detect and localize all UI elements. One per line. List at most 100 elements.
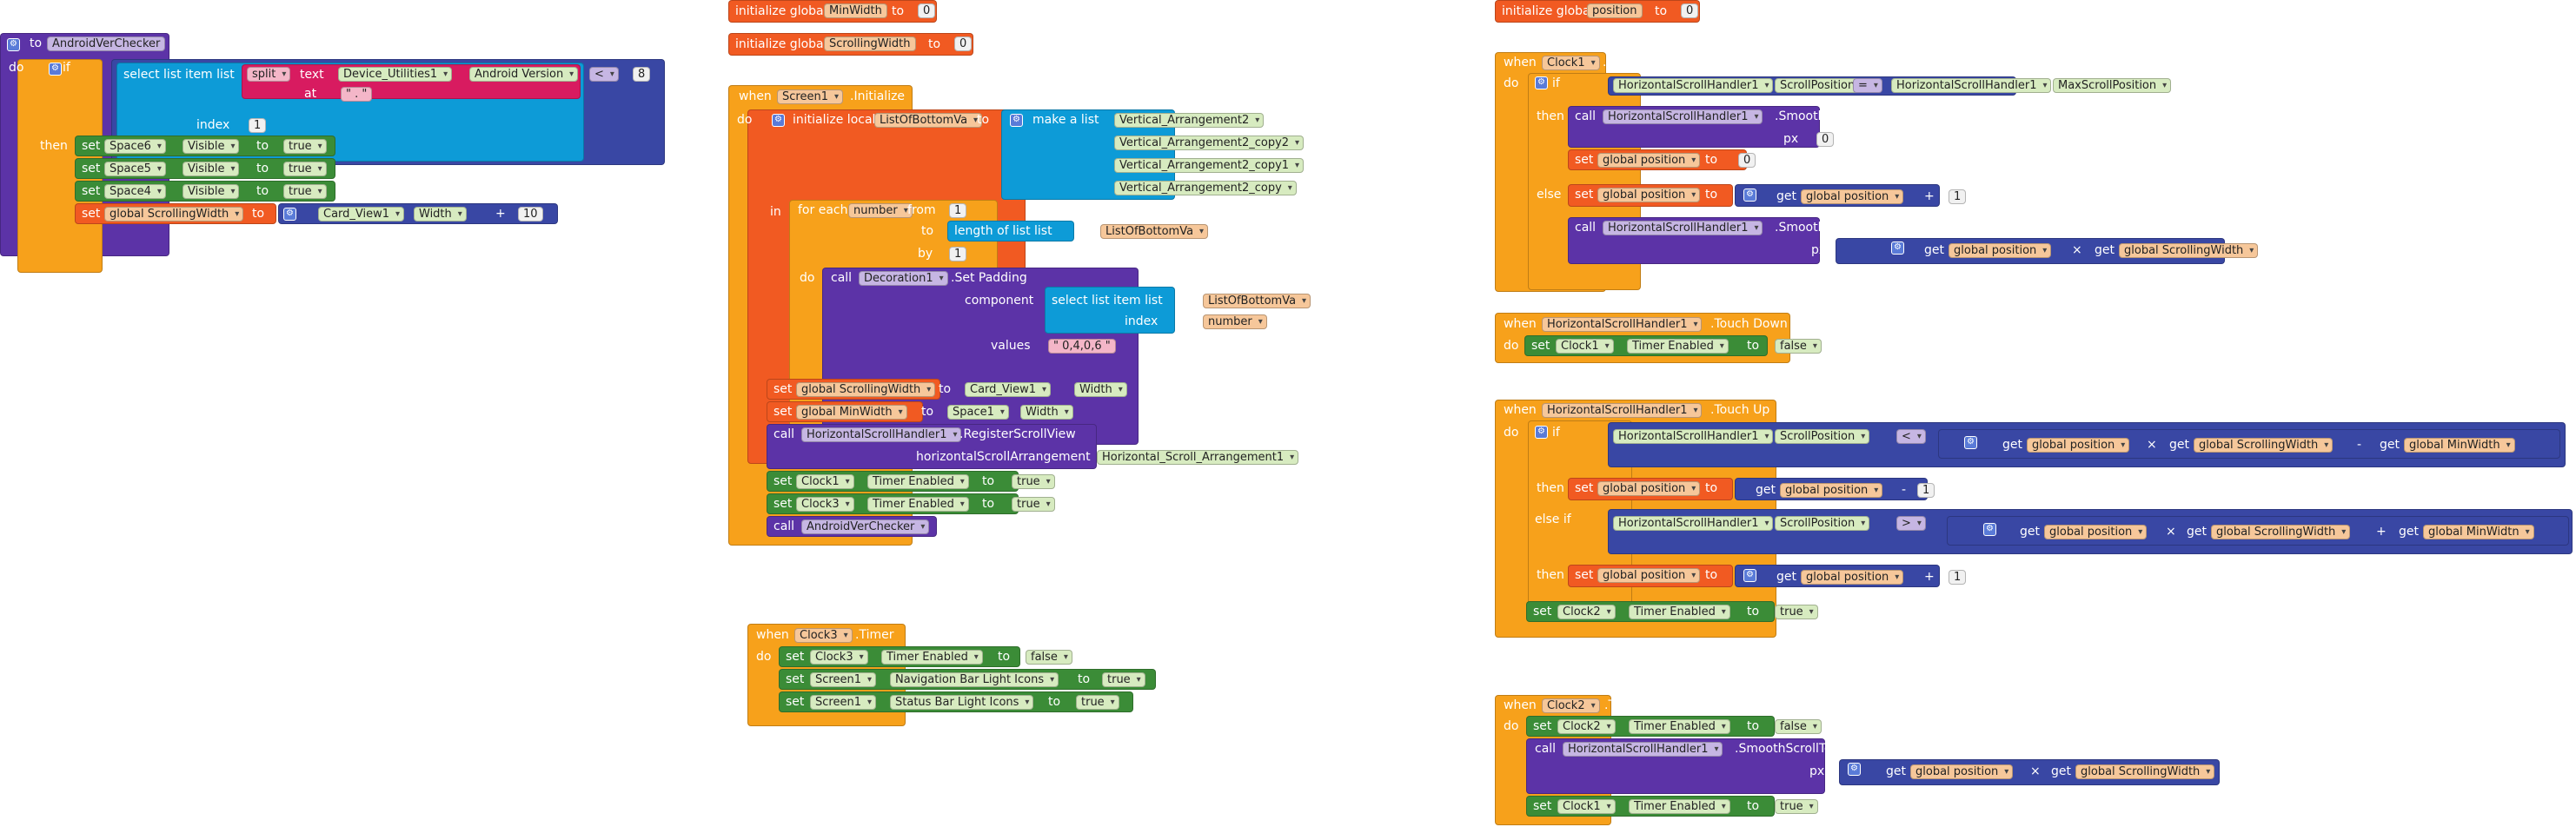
boolean-dropdown[interactable]: true <box>1076 695 1119 710</box>
component-dropdown[interactable]: Decoration1 <box>859 271 948 286</box>
property-dropdown[interactable]: Timer Enabled <box>1629 605 1730 619</box>
global-variable-dropdown[interactable]: global position <box>1597 153 1701 168</box>
compare-operator-dropdown[interactable]: = <box>1853 78 1882 93</box>
component-dropdown[interactable]: HorizontalScrollHandler1 <box>801 427 962 442</box>
number-field[interactable]: 0 <box>1681 3 1699 18</box>
boolean-dropdown[interactable]: true <box>1775 799 1818 814</box>
component-dropdown[interactable]: HorizontalScrollHandler1 <box>1891 78 2052 93</box>
gear-icon[interactable]: ⚙ <box>49 63 62 76</box>
split-dropdown[interactable]: split <box>247 67 291 82</box>
procedure-dropdown[interactable]: AndroidVerChecker <box>801 519 930 534</box>
property-dropdown[interactable]: Visible <box>183 162 240 176</box>
values-text-field[interactable]: " 0,4,0,6 " <box>1048 339 1116 354</box>
component-dropdown[interactable]: Clock3 <box>810 650 868 665</box>
android-ver-checker-procedure[interactable]: ⚙ to AndroidVerChecker do ⚙ if select li… <box>0 33 669 273</box>
property-dropdown[interactable]: Width <box>1074 382 1127 397</box>
global-variable-dropdown[interactable]: global position <box>1949 243 2052 258</box>
boolean-dropdown[interactable]: false <box>1775 719 1822 734</box>
local-name-field[interactable]: ListOfBottomVa <box>874 113 983 128</box>
component-dropdown[interactable]: Clock2 <box>1557 605 1616 619</box>
clock3-timer-event[interactable]: when Clock3 .Timer do set Clock3 Timer E… <box>747 624 1159 726</box>
number-field[interactable]: 10 <box>518 207 543 222</box>
list-item-field[interactable]: Vertical_Arrangement2_copy2 <box>1114 136 1305 150</box>
property-dropdown[interactable]: Width <box>1020 405 1073 420</box>
number-field[interactable]: 1 <box>1917 483 1935 498</box>
property-dropdown[interactable]: Status Bar Light Icons <box>890 695 1034 710</box>
global-name-field[interactable]: MinWidth <box>824 3 887 18</box>
property-dropdown[interactable]: Timer Enabled <box>867 497 969 512</box>
by-value-field[interactable]: 1 <box>949 247 967 261</box>
global-variable-dropdown[interactable]: global position <box>1597 481 1701 496</box>
global-variable-dropdown[interactable]: global position <box>1597 188 1701 202</box>
global-variable-dropdown[interactable]: global MinWidtn <box>2423 525 2534 539</box>
boolean-dropdown[interactable]: true <box>283 184 327 199</box>
list-item-field[interactable]: Vertical_Arrangement2_copy1 <box>1114 158 1305 173</box>
component-dropdown[interactable]: Clock3 <box>796 497 854 512</box>
length-of-list-block[interactable] <box>947 221 1074 241</box>
global-variable-dropdown[interactable]: global ScrollingWidth <box>796 382 936 397</box>
global-variable-dropdown[interactable]: global position <box>1910 764 2014 779</box>
component-dropdown[interactable]: Clock1 <box>1557 799 1616 814</box>
component-dropdown[interactable]: Card_View1 <box>318 207 405 222</box>
global-variable-dropdown[interactable]: global position <box>2044 525 2148 539</box>
number-field[interactable]: 1 <box>1949 570 1967 585</box>
init-global-min-width[interactable]: initialize global MinWidth to 0 <box>728 0 937 23</box>
compare-operator-dropdown[interactable]: > <box>1896 516 1926 531</box>
gear-icon[interactable]: ⚙ <box>7 38 20 51</box>
property-dropdown[interactable]: MaxScrollPosition <box>2053 78 2172 93</box>
global-variable-dropdown[interactable]: global position <box>1597 568 1701 583</box>
component-dropdown[interactable]: Clock1 <box>1556 339 1614 354</box>
component-dropdown[interactable]: HorizontalScrollHandler1 <box>1613 429 1774 444</box>
global-variable-dropdown[interactable]: global position <box>2027 438 2130 453</box>
compare-operator-dropdown[interactable]: < <box>1896 429 1926 444</box>
touch-down-event[interactable]: when HorizontalScrollHandler1 .Touch Dow… <box>1495 313 1842 365</box>
list-item-field[interactable]: Vertical_Arrangement2 <box>1114 113 1265 128</box>
property-dropdown[interactable]: ScrollPosition <box>1775 429 1870 444</box>
component-dropdown[interactable]: Screen1 <box>810 695 876 710</box>
global-name-field[interactable]: ScrollingWidth <box>824 36 916 51</box>
global-name-field[interactable]: position <box>1587 3 1643 18</box>
compare-operator-dropdown[interactable]: < <box>589 67 619 82</box>
global-variable-dropdown[interactable]: global ScrollingWidth <box>104 207 244 222</box>
component-dropdown[interactable]: HorizontalScrollHandler1 <box>1613 516 1774 531</box>
gear-icon[interactable]: ⚙ <box>1983 523 1996 536</box>
boolean-dropdown[interactable]: true <box>1775 605 1818 619</box>
component-dropdown[interactable]: HorizontalScrollHandler1 <box>1603 221 1763 235</box>
global-variable-dropdown[interactable]: global ScrollingWidth <box>2119 243 2259 258</box>
component-dropdown[interactable]: HorizontalScrollHandler1 <box>1542 317 1703 332</box>
component-dropdown[interactable]: HorizontalScrollHandler1 <box>1563 742 1723 757</box>
list-variable-dropdown[interactable]: ListOfBottomVa <box>1100 224 1209 239</box>
split-at-text-field[interactable]: " . " <box>341 87 373 102</box>
gear-icon[interactable]: ⚙ <box>1535 76 1548 89</box>
clock2-timer-event[interactable]: when Clock2 .Timer do set Clock2 Timer E… <box>1495 695 2242 825</box>
gear-icon[interactable]: ⚙ <box>1743 569 1756 582</box>
component-dropdown[interactable]: Clock3 <box>794 628 853 643</box>
property-dropdown[interactable]: Timer Enabled <box>1627 339 1729 354</box>
component-dropdown[interactable]: Clock2 <box>1557 719 1616 734</box>
property-dropdown[interactable]: Android Version <box>469 67 579 82</box>
global-variable-dropdown[interactable]: global position <box>1780 483 1883 498</box>
property-dropdown[interactable]: Timer Enabled <box>881 650 983 665</box>
property-dropdown[interactable]: Timer Enabled <box>1629 799 1730 814</box>
gear-icon[interactable]: ⚙ <box>1891 241 1904 255</box>
gear-icon[interactable]: ⚙ <box>1848 763 1861 776</box>
number-field[interactable]: 0 <box>1816 132 1835 147</box>
loop-variable-field[interactable]: number <box>848 203 913 218</box>
number-field[interactable]: 0 <box>954 36 973 51</box>
property-dropdown[interactable]: ScrollPosition <box>1775 516 1870 531</box>
component-dropdown[interactable]: Clock1 <box>796 474 854 489</box>
component-dropdown[interactable]: Space4 <box>104 184 166 199</box>
component-dropdown[interactable]: Clock1 <box>1542 56 1600 70</box>
init-global-position[interactable]: initialize global position to 0 <box>1495 0 1700 23</box>
property-dropdown[interactable]: Timer Enabled <box>867 474 969 489</box>
gear-icon[interactable]: ⚙ <box>283 208 296 221</box>
procedure-name-field[interactable]: AndroidVerChecker <box>47 36 166 51</box>
component-dropdown[interactable]: HorizontalScrollHandler1 <box>1603 109 1763 124</box>
component-dropdown[interactable]: Horizontal_Scroll_Arrangement1 <box>1097 450 1299 465</box>
list-item-field[interactable]: Vertical_Arrangement2_copy <box>1114 181 1297 195</box>
touch-up-event[interactable]: when HorizontalScrollHandler1 .Touch Up … <box>1495 400 2573 643</box>
gear-icon[interactable]: ⚙ <box>1964 436 1977 449</box>
gear-icon[interactable]: ⚙ <box>772 114 785 127</box>
boolean-dropdown[interactable]: true <box>283 139 327 154</box>
